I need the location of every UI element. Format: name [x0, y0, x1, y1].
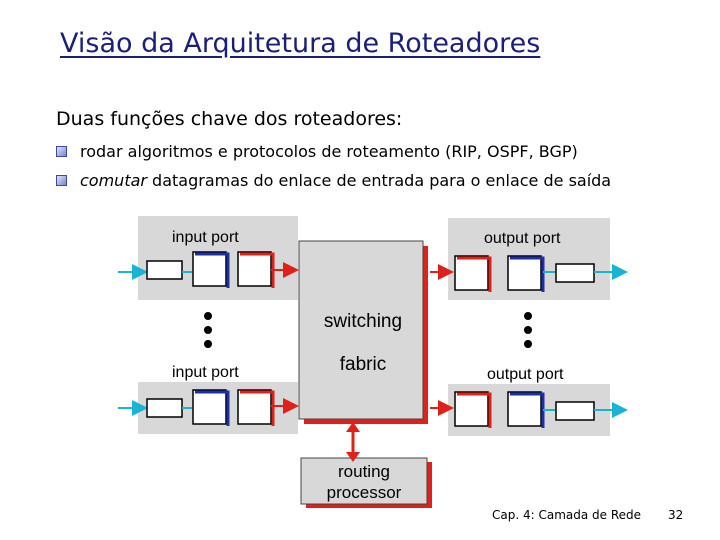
input-port-label: input port — [172, 364, 239, 381]
emphasis-word: comutar — [80, 171, 147, 190]
slide-title: Visão da Arquitetura de Roteadores — [60, 28, 541, 59]
ellipsis-dots-left — [204, 312, 212, 348]
bullet-item: comutar datagramas do enlace de entrada … — [56, 171, 611, 190]
routing-label: routing — [338, 462, 390, 481]
input-port-label: input port — [172, 229, 239, 246]
input-port-bottom: input port — [118, 364, 299, 434]
output-port-label: output port — [487, 366, 564, 383]
switching-fabric: switching fabric — [298, 240, 428, 424]
switching-label: switching — [324, 311, 402, 332]
checkbox-square-icon — [56, 175, 67, 186]
footer-chapter: Cap. 4: Camada de Rede — [492, 508, 642, 522]
processor-label: processor — [327, 483, 402, 502]
bullet-text: comutar datagramas do enlace de entrada … — [80, 171, 612, 190]
input-port-top: input port — [118, 216, 299, 300]
routing-processor: routing processor — [300, 457, 432, 508]
fabric-label: fabric — [340, 354, 386, 375]
slide-subtitle: Duas funções chave dos roteadores: — [56, 108, 403, 130]
bullet-text: rodar algoritmos e protocolos de roteame… — [80, 142, 578, 161]
checkbox-square-icon — [56, 146, 67, 157]
output-port-bottom: output port — [430, 366, 628, 436]
page-number: 32 — [668, 508, 684, 522]
ellipsis-dots-right — [524, 312, 532, 348]
fabric-processor-arrow — [346, 422, 360, 462]
output-port-label: output port — [484, 230, 561, 247]
bullet-item: rodar algoritmos e protocolos de roteame… — [56, 142, 578, 161]
output-port-top: output port — [430, 218, 628, 300]
